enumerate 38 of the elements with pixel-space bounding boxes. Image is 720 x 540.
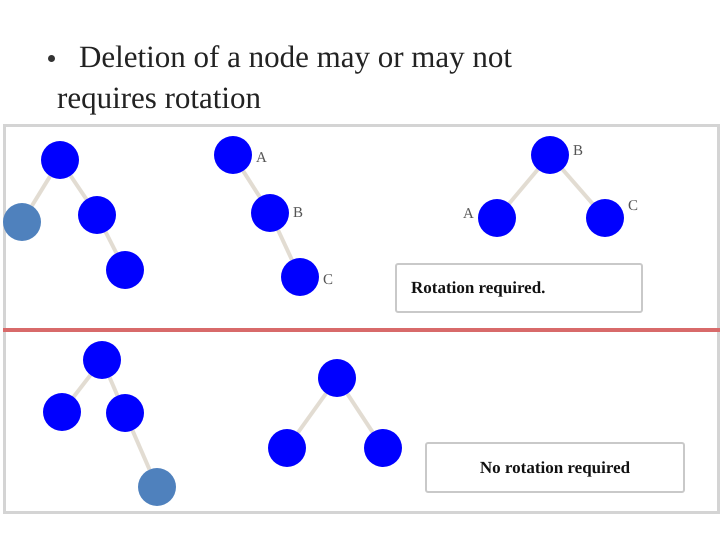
tree-node [531, 136, 569, 174]
node-label: C [323, 272, 334, 288]
tree-node [78, 196, 116, 234]
node-label: C [628, 198, 638, 214]
tree-edge [68, 174, 88, 200]
note-box: Rotation required. [395, 263, 643, 313]
title: Deletion of a node may or may not requires rotation [57, 38, 514, 117]
tree-node [478, 199, 516, 237]
tree-node [281, 258, 319, 296]
tree-node [41, 141, 79, 179]
node-label: A [256, 150, 267, 166]
tree-edge [104, 231, 118, 254]
tree-edge [130, 430, 152, 470]
tree-edge [242, 170, 262, 198]
tree-node [138, 468, 176, 506]
tree-node [364, 429, 402, 467]
tree-node [83, 341, 121, 379]
tree-node [43, 393, 81, 431]
tree-edge [30, 175, 52, 207]
tree-edge [508, 168, 540, 205]
tree-node [586, 199, 624, 237]
note-box: No rotation required [425, 442, 685, 493]
tree-edge [72, 374, 92, 398]
node-label: B [293, 205, 304, 221]
tree-node [214, 136, 252, 174]
tree-node [251, 194, 289, 232]
tree-node [106, 251, 144, 289]
tree-edge [276, 229, 294, 261]
tree-edge [296, 392, 328, 434]
tree-edge [346, 392, 374, 434]
tree-node [106, 394, 144, 432]
tree-edge [561, 168, 594, 206]
tree-node [318, 359, 356, 397]
tree-edge [108, 376, 120, 396]
tree-node [3, 203, 41, 241]
tree-node [268, 429, 306, 467]
node-label: B [573, 143, 584, 159]
node-label: A [463, 206, 474, 222]
